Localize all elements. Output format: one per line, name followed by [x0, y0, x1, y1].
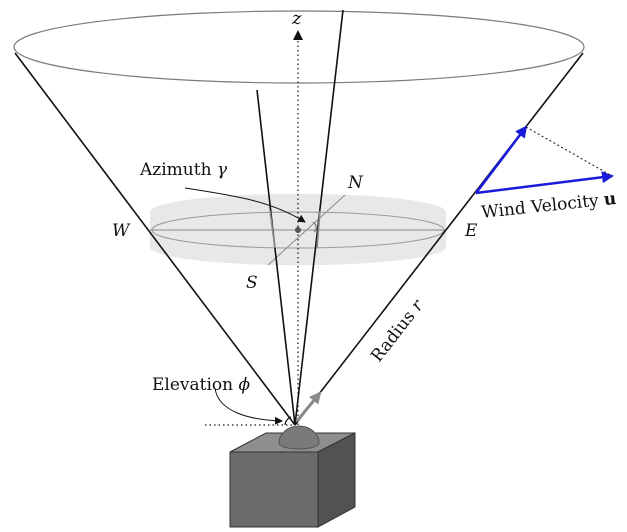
wind-text: Wind Velocity	[480, 190, 605, 223]
elevation-leader	[214, 387, 283, 425]
azimuth-text: Azimuth	[139, 160, 217, 180]
azimuth-symbol: γ	[217, 160, 228, 180]
radius-label-group: Radius r	[367, 296, 428, 366]
azimuth-label: Azimuth γ	[139, 160, 228, 180]
azimuth-leader	[184, 187, 306, 223]
inner-line-gray-left	[269, 210, 276, 249]
elevation-arc	[284, 416, 292, 426]
inner-line-gray-right	[316, 210, 321, 249]
east-label: E	[464, 221, 478, 241]
west-label: W	[112, 221, 131, 241]
elevation-text: Elevation	[152, 375, 239, 395]
instrument-front	[229, 451, 319, 528]
instrument-side	[317, 432, 356, 528]
south-label: S	[246, 273, 258, 293]
wind-label-group: Wind Velocity u	[480, 189, 617, 223]
lidar-instrument	[229, 425, 356, 528]
wind-symbol: u	[603, 189, 617, 210]
radius-label: Radius r	[367, 296, 428, 366]
elevation-symbol: ϕ	[239, 375, 251, 395]
elevation-label: Elevation ϕ	[152, 375, 251, 395]
wind-velocity-vectors	[474, 125, 614, 195]
wind-velocity-label: Wind Velocity u	[480, 189, 617, 223]
center-point	[295, 227, 301, 233]
beam-direction-arrow	[295, 391, 322, 422]
radius-text: Radius	[367, 303, 423, 366]
azimuth-arc	[312, 221, 317, 233]
z-axis-label: z	[291, 8, 302, 29]
cone-top-ellipse	[13, 10, 585, 84]
north-label: N	[347, 173, 364, 193]
instrument-dome	[278, 425, 320, 450]
south-north-axis	[267, 194, 346, 266]
